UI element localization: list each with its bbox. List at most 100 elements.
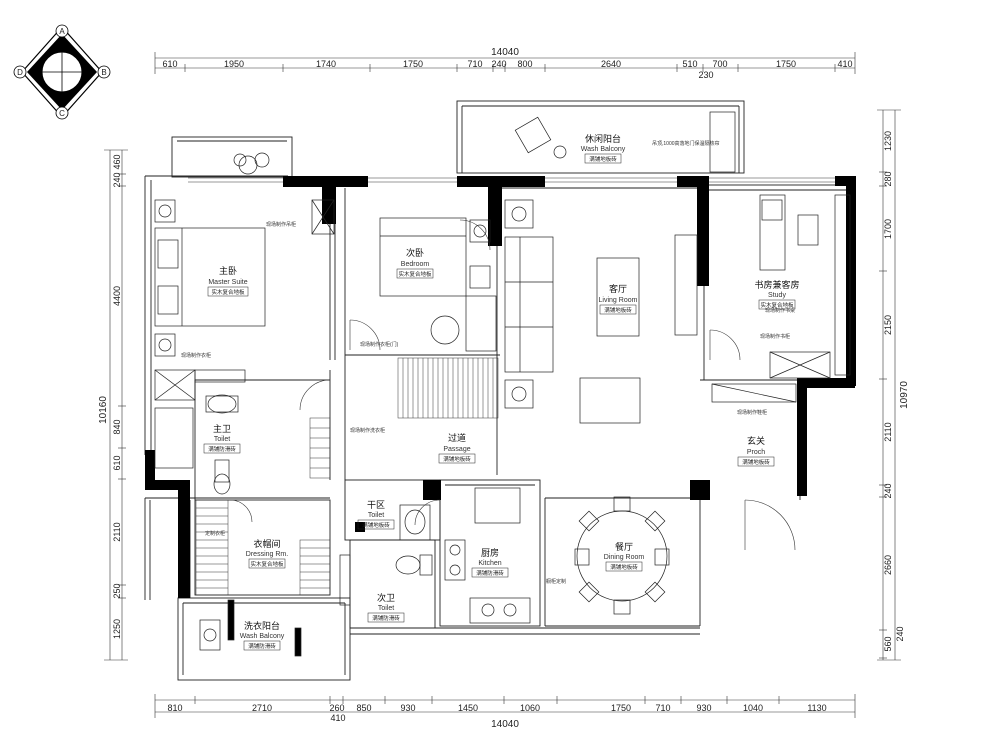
dim-label: 410 — [330, 713, 345, 723]
dim-label: 840 — [112, 419, 122, 434]
dim-label: 260 — [329, 703, 344, 713]
room-floor-tag: 满铺地板砖 — [742, 458, 770, 466]
dim-label: 610 — [112, 455, 122, 470]
dim-label: 930 — [696, 703, 711, 713]
room-toilet-second: 次卫 Toilet 满铺防滑砖 — [367, 592, 405, 623]
room-cn-label: 衣帽间 — [253, 538, 280, 549]
right-dimensions — [877, 109, 901, 661]
room-kitchen: 厨房 Kitchen 满铺防滑砖 — [471, 547, 509, 578]
room-cn-label: 主卫 — [213, 423, 231, 434]
dim-label: 1130 — [807, 703, 826, 713]
note: 橱柜定制 — [546, 578, 566, 585]
dim-label: 1250 — [112, 619, 122, 639]
dim-label: 280 — [883, 171, 893, 186]
dim-label: 560 — [883, 636, 893, 651]
dim-label: 240 — [112, 172, 122, 187]
room-en-label: Kitchen — [478, 560, 501, 567]
room-cn-label: 客厅 — [609, 283, 627, 294]
room-en-label: Dining Room — [604, 554, 645, 561]
windows — [188, 177, 835, 183]
room-floor-tag: 满铺地板砖 — [610, 563, 638, 571]
dim-label: 250 — [112, 583, 122, 598]
room-floor-tag: 满铺地板砖 — [362, 521, 390, 529]
dim-label: 2110 — [112, 522, 122, 541]
living-sofa — [504, 236, 554, 373]
dim-label: 1450 — [458, 703, 478, 713]
dim-label: 2660 — [883, 555, 893, 575]
room-floor-tag: 实木复合地板 — [211, 288, 245, 296]
room-cn-label: 次卫 — [377, 592, 395, 603]
room-dry-area: 干区 Toilet 满铺地板砖 — [357, 500, 395, 530]
room-cn-label: 玄关 — [747, 435, 765, 446]
dim-label: 1040 — [743, 703, 763, 713]
compass-south-label: C — [59, 109, 65, 118]
room-floor-tag: 满铺地板砖 — [589, 155, 617, 163]
room-floor-tag: 实木复合地板 — [250, 560, 284, 568]
room-cn-label: 干区 — [367, 500, 385, 510]
room-cn-label: 洗衣阳台 — [244, 620, 280, 631]
room-en-label: Toilet — [368, 512, 384, 519]
left-dimensions — [104, 149, 128, 661]
room-cn-label: 过道 — [448, 432, 466, 443]
room-en-label: Bedroom — [401, 261, 430, 268]
dim-label: 710 — [467, 59, 482, 69]
dim-label: 240 — [895, 626, 905, 641]
room-master-suite: 主卧 Master Suite 实木复合地板 — [207, 265, 249, 297]
note: 现场制作书桌 — [765, 307, 795, 314]
room-toilet-master: 主卫 Toilet 满铺防滑砖 — [203, 423, 241, 454]
room-wash-balcony-top: 休闲阳台 Wash Balcony 满铺地板砖 — [581, 133, 626, 164]
note: 现场制作衣柜(门) — [360, 341, 399, 348]
dim-label: 1230 — [883, 131, 893, 151]
room-bedroom: 次卧 Bedroom 实木复合地板 — [396, 247, 434, 279]
room-en-label: Living Room — [599, 297, 638, 304]
room-cn-label: 书房兼客房 — [754, 279, 799, 290]
room-wash-balcony-bottom: 洗衣阳台 Wash Balcony 满铺防滑砖 — [240, 620, 285, 651]
bottom-total-dimension: 14040 — [491, 719, 519, 730]
room-passage: 过道 Passage 满铺地板砖 — [438, 432, 476, 464]
dim-label: 240 — [491, 59, 506, 69]
dim-label: 710 — [655, 703, 670, 713]
dim-label: 1750 — [776, 59, 796, 69]
dim-label: 930 — [400, 703, 415, 713]
dim-label: 2110 — [883, 422, 893, 441]
room-cn-label: 主卧 — [219, 265, 237, 276]
dim-label: 4400 — [112, 286, 122, 306]
dim-label: 240 — [883, 483, 893, 498]
hatched-blocks — [195, 357, 499, 596]
note: 现场制作书柜 — [760, 333, 790, 340]
bedroom-bed — [379, 217, 467, 297]
dim-label: 230 — [698, 70, 713, 80]
right-dimension-labels: 1230 280 1700 2150 2110 240 2660 560 240 — [883, 131, 905, 652]
room-floor-tag: 满铺地板砖 — [443, 455, 471, 463]
room-en-label: Toilet — [378, 605, 394, 612]
room-floor-tag: 实木复合地板 — [760, 301, 794, 309]
note: 定制衣柜 — [205, 530, 225, 537]
dim-label: 1060 — [520, 703, 540, 713]
room-en-label: Toilet — [214, 436, 230, 443]
dim-label: 2640 — [601, 59, 621, 69]
top-total-dimension: 14040 — [491, 47, 519, 58]
dim-label: 410 — [837, 59, 852, 69]
compass-east-label: B — [101, 68, 106, 77]
room-cn-label: 餐厅 — [615, 541, 633, 552]
dim-label: 1950 — [224, 59, 244, 69]
room-en-label: Proch — [747, 449, 765, 456]
right-total-dimension: 10970 — [899, 381, 910, 409]
room-floor-tag: 满铺防滑砖 — [372, 614, 400, 622]
furniture — [154, 111, 851, 657]
room-floor-tag: 满铺防滑砖 — [248, 642, 276, 650]
dim-label: 1750 — [611, 703, 631, 713]
room-cn-label: 休闲阳台 — [585, 133, 621, 144]
dim-label: 810 — [167, 703, 182, 713]
dim-label: 700 — [712, 59, 727, 69]
compass-north-label: A — [59, 27, 65, 36]
dim-label: 850 — [356, 703, 371, 713]
room-floor-tag: 实木复合地板 — [398, 270, 432, 278]
dim-label: 510 — [682, 59, 697, 69]
room-dining: 餐厅 Dining Room 满铺地板砖 — [604, 541, 645, 572]
compass: A C D B — [13, 24, 111, 120]
room-en-label: Master Suite — [208, 279, 247, 286]
dim-label: 800 — [517, 59, 532, 69]
room-en-label: Passage — [443, 446, 470, 453]
